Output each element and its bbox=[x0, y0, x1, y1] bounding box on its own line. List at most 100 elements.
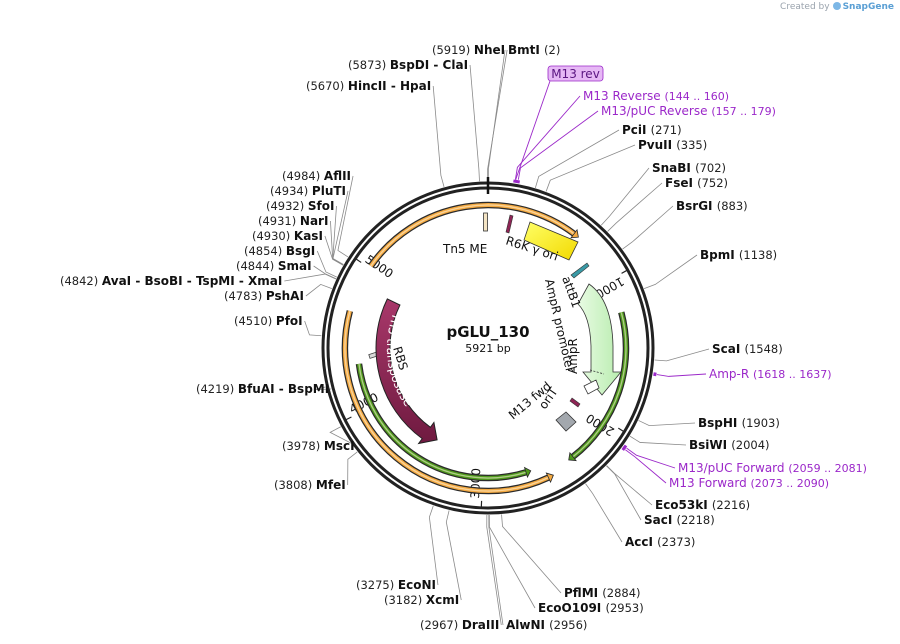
site-leader-line bbox=[316, 250, 337, 278]
site-leader-line bbox=[428, 505, 439, 586]
restriction-site-label[interactable]: PvuII (335) bbox=[638, 138, 707, 152]
feature-label-tn5-me: Tn5 ME bbox=[442, 242, 487, 256]
green-arc-left-arrowhead bbox=[523, 466, 532, 479]
primer-leader-line bbox=[517, 110, 599, 180]
m13-rev-highlight-box[interactable] bbox=[547, 65, 604, 82]
site-leader-line bbox=[445, 510, 462, 601]
restriction-site-label[interactable]: (4854) BsgI bbox=[244, 244, 315, 258]
snapgene-logo-icon bbox=[832, 2, 841, 10]
restriction-site-label[interactable]: FseI (752) bbox=[665, 176, 728, 190]
site-leader-line bbox=[600, 167, 650, 226]
restriction-site-label[interactable]: BpmI (1138) bbox=[700, 248, 777, 262]
m13-fwd-feature bbox=[569, 397, 581, 408]
restriction-site-label[interactable]: PciI (271) bbox=[622, 123, 682, 137]
site-leader-line bbox=[606, 465, 642, 521]
site-leader-line bbox=[329, 426, 357, 447]
restriction-site-label[interactable]: (3808) MfeI bbox=[274, 478, 346, 492]
restriction-site-label[interactable]: (3978) MscI bbox=[282, 439, 355, 453]
feature-shapes bbox=[368, 212, 622, 445]
primer-marker bbox=[621, 446, 627, 451]
site-leader-line bbox=[607, 182, 663, 232]
restriction-site-label[interactable]: AccI (2373) bbox=[625, 535, 695, 549]
primer-label[interactable]: M13/pUC Forward (2059 .. 2081) bbox=[678, 461, 867, 475]
orange-arc-top-arrowhead bbox=[570, 228, 579, 239]
site-leader-line bbox=[638, 420, 696, 427]
site-leader-line bbox=[534, 129, 620, 188]
restriction-site-label[interactable]: (5919) NheI bbox=[432, 43, 505, 57]
site-leader-line bbox=[337, 175, 354, 258]
primer-label[interactable]: Amp-R (1618 .. 1637) bbox=[709, 367, 832, 381]
site-leader-line bbox=[629, 435, 687, 446]
restriction-site-label[interactable]: PflMI (2884) bbox=[564, 586, 641, 600]
restriction-site-label[interactable]: (5873) BspDI - ClaI bbox=[348, 58, 468, 72]
site-leader-line bbox=[501, 514, 562, 594]
restriction-site-label[interactable]: (4934) PluTI bbox=[270, 184, 346, 198]
restriction-site-label[interactable]: (3275) EcoNI bbox=[356, 578, 436, 592]
restriction-site-label[interactable]: (4844) SmaI bbox=[236, 259, 312, 273]
primer-marker bbox=[653, 372, 657, 377]
primer-markers bbox=[513, 179, 657, 451]
restriction-site-label[interactable]: (4510) PfoI bbox=[234, 314, 303, 328]
restriction-site-label[interactable]: (4842) AvaI - BsoBI - TspMI - XmaI bbox=[60, 274, 282, 288]
ruler-tick bbox=[344, 416, 352, 421]
site-leader-line bbox=[304, 320, 322, 337]
tn5-me-feature bbox=[483, 212, 488, 232]
plasmid-name: pGLU_130 bbox=[446, 323, 529, 341]
ruler-tick-label: 3000 bbox=[468, 468, 483, 499]
site-leader-line bbox=[643, 254, 698, 290]
ruler-tick bbox=[617, 427, 625, 433]
ruler-tick bbox=[621, 269, 628, 274]
orange-arc-left-arrowhead bbox=[545, 472, 554, 484]
tn5-transposase-feature bbox=[375, 298, 438, 445]
site-leader-line bbox=[622, 205, 674, 250]
plasmid-size: 5921 bp bbox=[465, 342, 510, 355]
site-leader-line bbox=[347, 451, 358, 486]
site-leader-line bbox=[488, 514, 504, 626]
restriction-site-label[interactable]: (4931) NarI bbox=[258, 214, 328, 228]
site-leader-line bbox=[305, 283, 333, 297]
primer-leader-line bbox=[656, 373, 707, 377]
restriction-site-label[interactable]: SacI (2218) bbox=[644, 513, 715, 527]
restriction-site-label[interactable]: (2967) DraIII bbox=[420, 618, 499, 632]
restriction-site-label[interactable]: Eco53kI (2216) bbox=[655, 498, 750, 512]
restriction-site-label[interactable]: BsrGI (883) bbox=[676, 199, 748, 213]
restriction-site-label[interactable]: (3182) XcmI bbox=[384, 593, 459, 607]
site-leader-line bbox=[585, 483, 623, 543]
r6k-ori-feature bbox=[523, 221, 579, 261]
restriction-site-label[interactable]: (5670) HincII - HpaI bbox=[306, 79, 431, 93]
primer-marker bbox=[515, 179, 520, 184]
orit-feature bbox=[555, 411, 577, 432]
m13-rev-leader-line bbox=[514, 80, 551, 182]
restriction-site-label[interactable]: (4932) SfoI bbox=[266, 199, 334, 213]
site-leader-lines bbox=[284, 49, 710, 626]
restriction-site-label[interactable]: (4783) PshAI bbox=[224, 289, 304, 303]
ruler-tick bbox=[355, 258, 362, 263]
restriction-site-label[interactable]: BspHI (1903) bbox=[698, 416, 780, 430]
feature-arcs bbox=[341, 201, 630, 495]
restriction-site-label[interactable]: BmtI (2) bbox=[508, 43, 560, 57]
ampr-promoter-feature bbox=[583, 379, 600, 395]
restriction-site-label[interactable]: (4930) KasI bbox=[252, 229, 323, 243]
primer-label[interactable]: M13 Forward (2073 .. 2090) bbox=[669, 476, 829, 490]
site-leader-line bbox=[487, 49, 508, 182]
green-arc-right-arrowhead bbox=[568, 451, 577, 462]
site-leader-line bbox=[488, 514, 536, 609]
restriction-site-label[interactable]: (4219) BfuAI - BspMI bbox=[196, 382, 329, 396]
restriction-site-label[interactable]: (4984) AflII bbox=[282, 169, 351, 183]
restriction-site-label[interactable]: ScaI (1548) bbox=[712, 342, 783, 356]
restriction-site-label[interactable]: AlwNI (2956) bbox=[506, 618, 587, 632]
primer-label[interactable]: M13/pUC Reverse (157 .. 179) bbox=[601, 104, 776, 118]
site-leader-line bbox=[486, 514, 502, 626]
restriction-site-label[interactable]: EcoO109I (2953) bbox=[538, 601, 644, 615]
primer-leader-line bbox=[625, 449, 667, 484]
restriction-site-label[interactable]: BsiWI (2004) bbox=[689, 438, 770, 452]
m13-rev-highlight-label[interactable]: M13 rev bbox=[551, 67, 600, 81]
restriction-site-label[interactable]: SnaBI (702) bbox=[652, 161, 726, 175]
site-leader-line bbox=[432, 85, 445, 187]
feature-label-rbs: RBS bbox=[390, 345, 410, 372]
site-leader-line bbox=[545, 144, 636, 192]
primer-label[interactable]: M13 Reverse (144 .. 160) bbox=[583, 89, 729, 103]
